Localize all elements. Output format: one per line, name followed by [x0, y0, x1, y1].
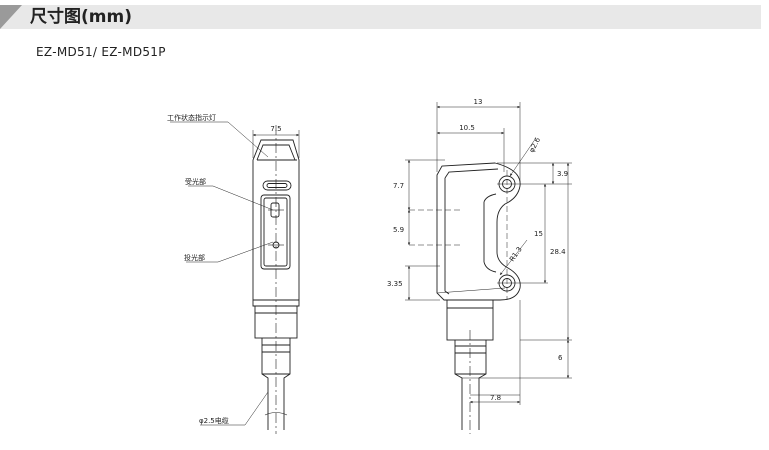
- dim-total-width: 13: [474, 98, 483, 106]
- receiver-callout: 受光部: [185, 177, 206, 186]
- emitter-callout: 投光部: [184, 253, 205, 262]
- section-title: 尺寸图(mm): [30, 7, 132, 27]
- dim-radius: R1.3: [508, 245, 524, 263]
- dim-3-9: 3.9: [557, 170, 568, 178]
- indicator-leader: [170, 121, 269, 158]
- section-header: 尺寸图(mm): [0, 5, 761, 29]
- cable-leader: [200, 391, 269, 426]
- dim-7-7: 7.7: [393, 182, 404, 190]
- front-body-outline: [252, 139, 300, 307]
- dim-6: 6: [558, 354, 563, 362]
- cable-callout: φ2.5电缆: [199, 416, 229, 425]
- front-view: [170, 121, 300, 434]
- dim-5-9: 5.9: [393, 226, 404, 234]
- receiver-leader: [188, 185, 274, 211]
- dim-7-8: 7.8: [490, 394, 501, 402]
- indicator-callout: 工作状态指示灯: [167, 113, 216, 122]
- side-cable: [454, 340, 487, 430]
- dim-hole-dia: φ2.6: [528, 136, 543, 154]
- header-accent-triangle: [0, 5, 22, 29]
- front-width-dim: 7.5: [270, 125, 281, 133]
- indicator-lamp: [262, 180, 292, 191]
- cable-boot: [261, 338, 291, 430]
- dim-28-4: 28.4: [550, 248, 566, 256]
- bracket-outline: [436, 162, 521, 301]
- dim-inner-width: 10.5: [459, 124, 475, 132]
- dim-3-35: 3.35: [387, 280, 403, 288]
- emitter-mark: [272, 241, 280, 249]
- emitter-leader: [186, 241, 274, 263]
- model-label: EZ-MD51/ EZ-MD51P: [36, 45, 166, 59]
- sensor-neck: [254, 305, 298, 339]
- lens-window: [260, 194, 291, 270]
- side-view: [405, 102, 572, 434]
- dim-15: 15: [534, 230, 543, 238]
